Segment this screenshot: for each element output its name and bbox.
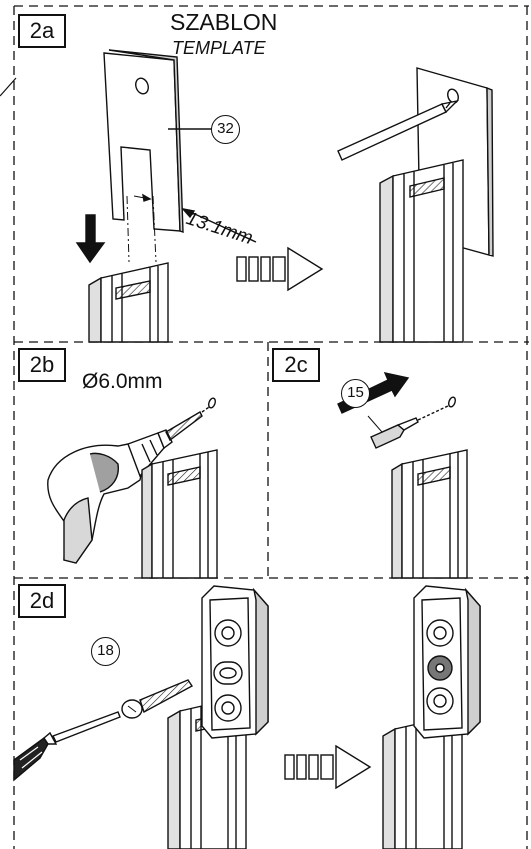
panel-borders <box>13 5 529 849</box>
drill-diameter-label: Ø6.0mm <box>82 370 163 393</box>
part-callout-32: 32 <box>211 115 240 144</box>
panel-2a <box>75 49 494 343</box>
template-subtitle: TEMPLATE <box>172 38 266 58</box>
drill-icon <box>47 411 203 564</box>
progress-arrow-2a <box>236 246 324 292</box>
template-title: SZABLON <box>170 9 278 35</box>
wall-plug-icon <box>367 415 419 449</box>
wall-profile-2c <box>391 449 468 579</box>
plug-hole <box>448 396 456 408</box>
part-callout-15: 15 <box>341 379 370 408</box>
pencil-icon <box>337 99 460 161</box>
panel-2d <box>13 585 481 849</box>
wall-profile-2b <box>141 449 218 579</box>
wall-bracket-right <box>413 585 481 739</box>
dimension-arrow <box>185 209 257 243</box>
panel-2c <box>337 372 468 579</box>
step-label-2c: 2c <box>272 348 320 382</box>
progress-arrow-2d <box>284 744 372 790</box>
leader-line <box>0 77 17 97</box>
template-plate <box>103 49 212 233</box>
wall-bracket-left <box>201 585 269 739</box>
screwdriver-icon <box>13 711 121 782</box>
down-arrow <box>75 214 106 264</box>
plug-axis <box>417 405 449 421</box>
wall-profile-right <box>379 159 464 343</box>
part-callout-18: 18 <box>91 637 120 666</box>
step-label-2a: 2a <box>18 14 66 48</box>
alignment-lines <box>126 195 157 263</box>
screw-icon <box>121 679 194 719</box>
step-label-2b: 2b <box>18 348 66 382</box>
wall-profile-left <box>88 262 169 343</box>
step-label-2d: 2d <box>18 584 66 618</box>
panel-2b <box>47 397 218 579</box>
wall-profile-2d-right <box>382 713 463 849</box>
drill-hole <box>208 397 216 409</box>
